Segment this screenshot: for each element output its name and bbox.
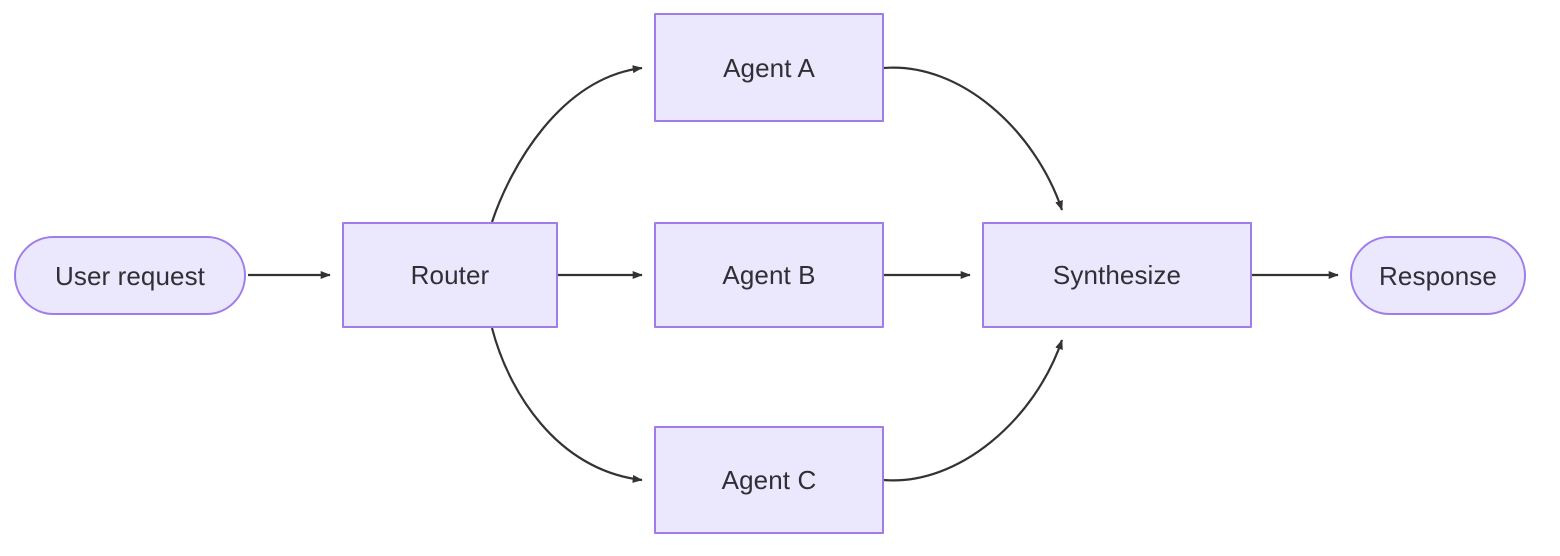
node-user-request-label: User request [54, 260, 206, 291]
node-response[interactable]: Response [1350, 236, 1526, 315]
node-agent-c-label: Agent C [721, 465, 817, 495]
edge-agent-a-to-synthesize [883, 66, 1064, 211]
node-router-label: Router [410, 260, 490, 290]
node-agent-b-label: Agent B [722, 260, 816, 290]
node-agent-c[interactable]: Agent C [654, 426, 884, 534]
node-agent-b[interactable]: Agent B [654, 222, 884, 328]
node-synthesize[interactable]: Synthesize [982, 222, 1252, 328]
node-response-label: Response [1379, 260, 1497, 291]
edge-agent-c-to-synthesize [883, 339, 1064, 482]
node-agent-a[interactable]: Agent A [654, 13, 884, 122]
node-agent-a-label: Agent A [723, 52, 815, 83]
node-synthesize-label: Synthesize [1052, 260, 1182, 290]
edge-router-to-agent-c [490, 327, 643, 483]
edge-router-to-agent-a [490, 65, 643, 223]
node-router[interactable]: Router [342, 222, 558, 328]
node-user-request[interactable]: User request [14, 236, 246, 315]
